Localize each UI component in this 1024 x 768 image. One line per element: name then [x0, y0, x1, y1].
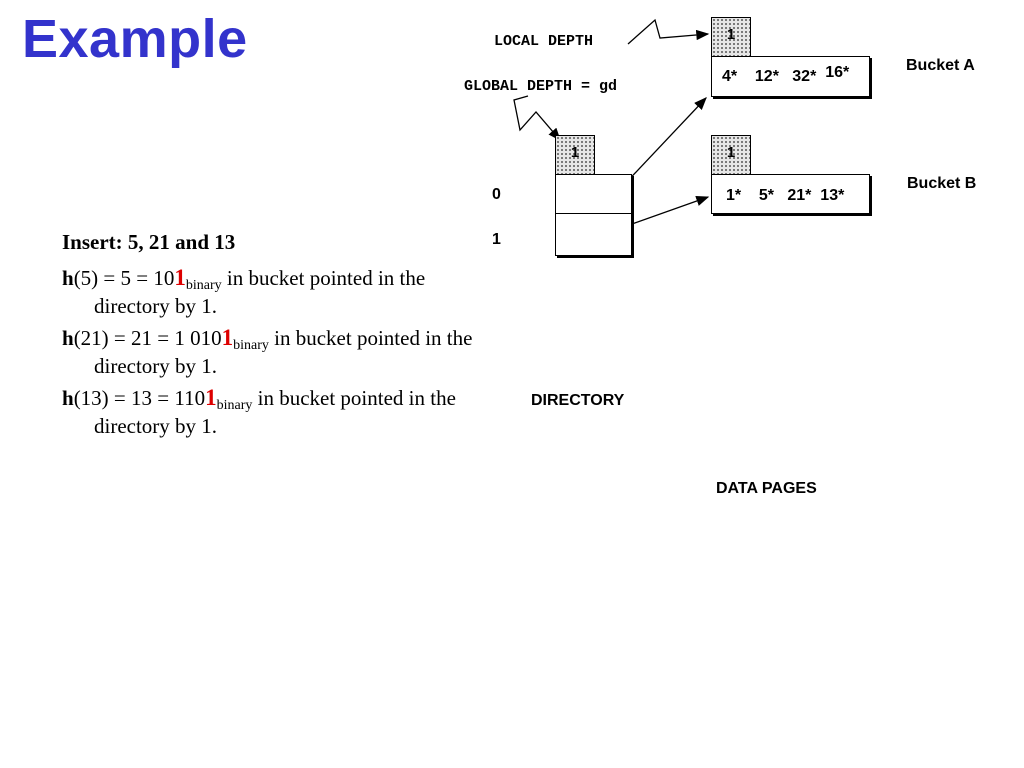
directory-index-1: 1	[492, 231, 501, 248]
global-depth-label: GLOBAL DEPTH = gd	[464, 78, 618, 95]
bucket-a-entries: 4* 12* 32* 16*	[722, 64, 850, 85]
bucket-b-local-depth: 1	[711, 135, 751, 175]
global-depth-box: 1	[555, 135, 595, 175]
insert-heading: Insert: 5, 21 and 13	[62, 230, 236, 254]
local-depth-callout	[627, 18, 710, 45]
bucket-b-entries: 1* 5* 21* 13*	[726, 187, 845, 204]
bucket-a-local-depth: 1	[711, 17, 751, 57]
local-depth-label: LOCAL DEPTH	[494, 33, 594, 50]
bucket-b	[711, 174, 870, 214]
directory-label: DIRECTORY	[531, 392, 625, 409]
data-pages-label: DATA PAGES	[716, 480, 817, 497]
hash-line-13: h(13) = 13 = 1101binary in bucket pointe…	[62, 385, 456, 438]
bucket-a	[711, 56, 870, 97]
global-depth-callout	[513, 95, 561, 141]
explanation-text: Insert: 5, 21 and 13 h(5) = 5 = 101binar…	[62, 228, 502, 444]
bucket-b-label: Bucket B	[907, 175, 977, 192]
directory-index-0: 0	[492, 186, 501, 203]
directory-entry-1	[555, 213, 632, 256]
bucket-a-label: Bucket A	[906, 57, 975, 74]
hash-line-5: h(5) = 5 = 101binary in bucket pointed i…	[62, 265, 426, 318]
slide-title: Example	[22, 9, 248, 69]
directory-entry-0	[555, 174, 632, 214]
hash-line-21: h(21) = 21 = 1 0101binary in bucket poin…	[62, 325, 473, 378]
